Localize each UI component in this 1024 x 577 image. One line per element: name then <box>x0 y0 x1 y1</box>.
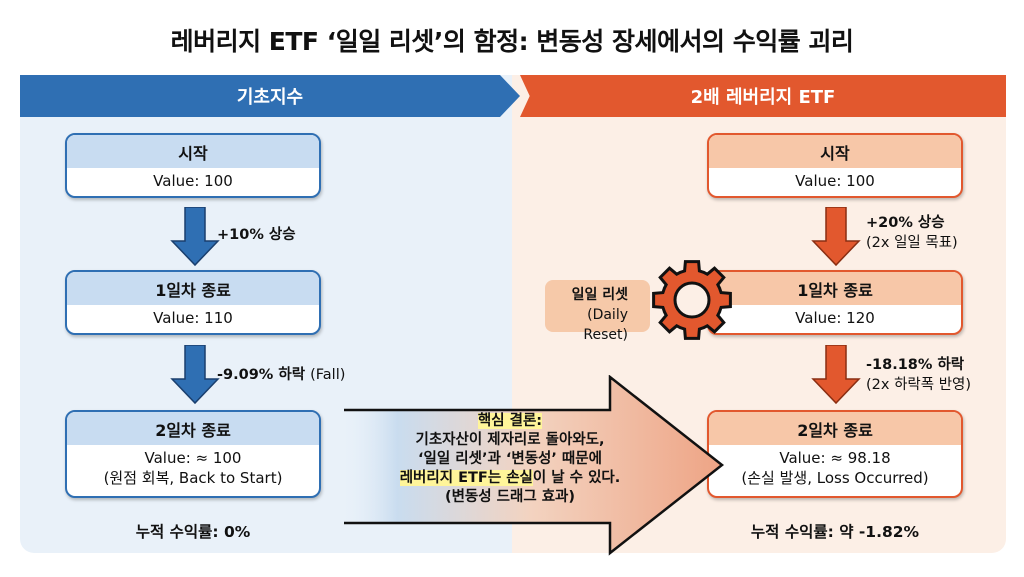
left-day2-box: 2일차 종료 Value: ≈ 100 (원점 회복, Back to Start… <box>65 410 321 498</box>
left-step2-label: -9.09% 하락 (Fall) <box>217 365 345 385</box>
step-label: +20% 상승 <box>866 215 945 231</box>
step-label: -9.09% 하락 <box>217 367 306 383</box>
step-label: -18.18% 하락 <box>866 357 965 373</box>
conclusion-heading: 핵심 결론: <box>477 413 543 429</box>
box-value: Value: ≈ 100 <box>144 449 242 467</box>
leveraged-etf-header: 2배 레버리지 ETF <box>520 75 1006 117</box>
right-step2-label: -18.18% 하락 (2x 하락폭 반영) <box>866 355 971 395</box>
left-step1-label: +10% 상승 <box>217 227 296 243</box>
conclusion-arrow <box>340 375 725 556</box>
step-sub: (2x 일일 목표) <box>866 235 958 251</box>
left-day1-box: 1일차 종료 Value: 110 <box>65 270 321 335</box>
box-value: Value: 100 <box>153 172 233 190</box>
conclusion-line: 기초자산이 제자리로 돌아와도, <box>415 432 605 448</box>
box-note: (원점 회복, Back to Start) <box>103 469 283 487</box>
right-step1-label: +20% 상승 (2x 일일 목표) <box>866 213 958 253</box>
step-sub: (Fall) <box>310 367 346 383</box>
right-day1-box: 1일차 종료 Value: 120 <box>707 270 963 335</box>
down-arrow-icon <box>170 345 220 405</box>
box-title: 1일차 종료 <box>709 272 961 305</box>
box-value: Value: ≈ 98.18 <box>779 449 891 467</box>
box-title: 2일차 종료 <box>67 412 319 445</box>
conclusion-text: 핵심 결론: 기초자산이 제자리로 돌아와도, ‘일일 리셋’과 ‘변동성’ 때… <box>360 412 660 507</box>
underlying-index-header: 기초지수 <box>20 75 520 117</box>
down-arrow-icon <box>811 345 861 405</box>
right-cumulative-return: 누적 수익률: 약 -1.82% <box>750 523 920 541</box>
box-title: 시작 <box>67 135 319 168</box>
page-title: 레버리지 ETF ‘일일 리셋’의 함정: 변동성 장세에서의 수익률 괴리 <box>170 27 854 56</box>
left-cumulative-return: 누적 수익률: 0% <box>135 523 251 541</box>
right-day2-box: 2일차 종료 Value: ≈ 98.18 (손실 발생, Loss Occurr… <box>707 410 963 498</box>
conclusion-highlight: 레버리지 ETF는 손실 <box>399 470 533 486</box>
daily-reset-label: 일일 리셋 (Daily Reset) <box>545 280 650 343</box>
conclusion-line: (변동성 드래그 효과) <box>444 489 576 505</box>
box-value: Value: 120 <box>795 309 875 327</box>
box-title: 시작 <box>709 135 961 168</box>
step-sub: (2x 하락폭 반영) <box>866 377 972 393</box>
down-arrow-icon <box>811 207 861 267</box>
conclusion-line: 이 날 수 있다. <box>532 470 621 486</box>
box-title: 1일차 종료 <box>67 272 319 305</box>
left-start-box: 시작 Value: 100 <box>65 133 321 198</box>
down-arrow-icon <box>170 207 220 267</box>
box-title: 2일차 종료 <box>709 412 961 445</box>
reset-sub: (Daily Reset) <box>583 307 628 343</box>
gear-icon <box>652 260 732 340</box>
box-value: Value: 110 <box>153 309 233 327</box>
right-start-box: 시작 Value: 100 <box>707 133 963 198</box>
conclusion-line: ‘일일 리셋’과 ‘변동성’ 때문에 <box>418 451 602 467</box>
box-note: (손실 발생, Loss Occurred) <box>741 469 929 487</box>
box-value: Value: 100 <box>795 172 875 190</box>
reset-title: 일일 리셋 <box>571 287 628 303</box>
